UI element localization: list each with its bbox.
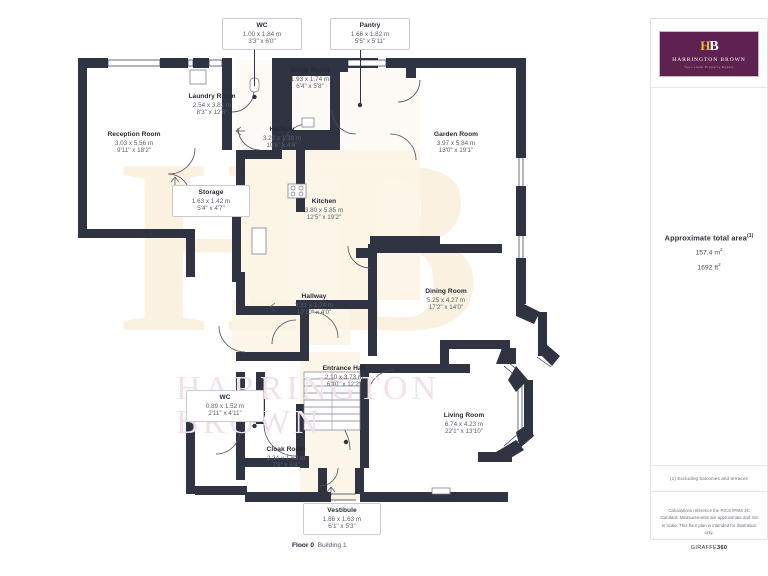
room-imperial: 9'11" x 18'2" [116, 147, 152, 154]
room-imperial: 3'3" x 6'0" [248, 38, 276, 45]
room-imperial: 6'1" x 5'3" [328, 523, 356, 530]
leader-wc-top [254, 48, 255, 86]
room-metric: 5.25 x 4.27 m [426, 296, 466, 304]
total-area-title: Approximate total area(1) [651, 233, 767, 242]
total-area-imperial-value: 1692 ft [697, 264, 719, 271]
room-name: Dining Room [425, 288, 467, 295]
room-name: Cloak Room [266, 446, 306, 453]
room-metric: 1.66 x 1.82 m [350, 30, 390, 38]
leader-pantry [360, 48, 361, 104]
metric-unit-exponent: 2 [720, 247, 723, 253]
logo-monogram-h: H [700, 38, 710, 53]
room-metric: 3.80 x 5.85 m [304, 206, 344, 214]
room-imperial: 8'3" x 12'6" [196, 109, 228, 116]
direction-arrows [170, 126, 336, 496]
info-sidebar: HB HARRINGTON BROWN Your Local Property … [650, 18, 768, 551]
room-name: WC [256, 22, 268, 29]
room-name: Garden Room [433, 131, 479, 138]
room-imperial: 10'6" x 4'6" [266, 142, 298, 149]
room-metric: 2.54 x 3.81 m [192, 101, 232, 109]
room-name: Hallway [301, 293, 327, 300]
room-label-reception-room: Reception Room 3.03 x 5.56 m 9'11" x 18'… [84, 131, 184, 154]
room-name: Pantry [359, 22, 381, 29]
room-name: Kitchen [311, 198, 337, 205]
room-imperial: 6'4" x 5'8" [296, 83, 324, 90]
room-metric: 0.89 x 1.52 m [205, 402, 245, 410]
room-imperial: 5'4" x 4'7" [197, 205, 225, 212]
room-label-hallway-top: Hallway 3.22 x 1.38 m 10'6" x 4'6" [240, 126, 324, 149]
brand-bold-text: 360 [717, 545, 728, 552]
brand-light-text: GIRAFFE [690, 545, 718, 552]
room-imperial: 6'10" x 12'2" [326, 381, 362, 388]
room-label-pantry: Pantry 1.66 x 1.82 m 5'5" x 5'11" [330, 18, 410, 50]
room-label-kitchen: Kitchen 3.80 x 5.85 m 12'5" x 19'2" [278, 198, 370, 221]
disclaimer-text: Calculations reference the RICS IPMS 3C … [660, 508, 758, 535]
room-name: Laundry Room [188, 93, 236, 100]
room-name: Living Room [443, 412, 485, 419]
room-label-entrance-hall: Entrance Hall 2.10 x 3.73 m 6'10" x 12'2… [298, 365, 390, 388]
room-metric: 3.97 x 5.84 m [436, 139, 476, 147]
room-metric: 1.86 x 1.63 m [322, 515, 362, 523]
total-area-block: Approximate total area(1) 157.4 m2 1692 … [651, 233, 767, 271]
room-label-laundry-room: Laundry Room 2.54 x 3.81 m 8'3" x 12'6" [166, 93, 258, 116]
room-label-utility-room: Utility Room 1.93 x 1.74 m 6'4" x 5'8" [264, 67, 356, 90]
room-label-vestibule: Vestibule 1.86 x 1.63 m 6'1" x 5'3" [303, 503, 381, 535]
room-name: Entrance Hall [322, 365, 366, 372]
room-name: Storage [198, 189, 224, 196]
room-imperial: 5'5" x 5'11" [354, 38, 386, 45]
room-imperial: 22'1" x 13'10" [444, 428, 484, 435]
giraffe360-brand: GIRAFFE360 [660, 545, 758, 551]
room-imperial: 2'11" x 4'11" [208, 410, 242, 417]
building-label: Building 1 [317, 542, 347, 549]
room-label-wc-lower: WC 0.89 x 1.52 m 2'11" x 4'11" [186, 390, 264, 422]
room-imperial: 13'0" x 19'1" [438, 147, 474, 154]
sidebar-disclaimer-block: Calculations reference the RICS IPMS 3C … [651, 497, 767, 551]
logo-name: HARRINGTON BROWN [672, 57, 746, 63]
room-name: Hallway [269, 126, 295, 133]
room-label-cloak-room: Cloak Room 2.34 x 1.63 m 7'8" x 5'4" [240, 446, 332, 469]
staircase [303, 371, 361, 431]
total-area-metric: 157.4 m2 [651, 247, 767, 256]
room-name: Vestibule [327, 507, 357, 514]
room-imperial: 12'5" x 19'2" [306, 214, 342, 221]
room-name: Reception Room [107, 131, 161, 138]
room-metric: 1.93 x 1.74 m [290, 75, 330, 83]
room-label-storage: Storage 1.63 x 1.42 m 5'4" x 4'7" [172, 185, 250, 217]
room-label-dining-room: Dining Room 5.25 x 4.27 m 17'2" x 14'0" [400, 288, 492, 311]
room-metric: 1.00 x 1.84 m [242, 30, 282, 38]
floor-label: Floor 0 [292, 542, 314, 549]
room-name: WC [219, 394, 231, 401]
room-name: Utility Room [290, 67, 330, 74]
room-metric: 3.31 x 1.24 m [294, 301, 334, 309]
logo-monogram: HB [700, 38, 719, 54]
logo-card: HB HARRINGTON BROWN Your Local Property … [659, 31, 759, 77]
room-metric: 6.74 x 4.23 m [444, 420, 484, 428]
plan-footer: Floor 0 Building 1 [292, 542, 347, 549]
room-imperial: 17'2" x 14'0" [428, 304, 464, 311]
room-label-wc-top: WC 1.00 x 1.84 m 3'3" x 6'0" [222, 18, 302, 50]
logo-tagline: Your Local Property Expert [684, 65, 734, 69]
room-metric: 2.10 x 3.73 m [324, 373, 364, 381]
room-metric: 3.22 x 1.38 m [262, 134, 302, 142]
total-area-metric-value: 157.4 m [695, 249, 720, 257]
room-metric: 1.63 x 1.42 m [191, 197, 231, 205]
room-label-hallway-mid: Hallway 3.31 x 1.24 m 10'10" x 4'0" [272, 293, 356, 316]
room-label-living-room: Living Room 6.74 x 4.23 m 22'1" x 13'10" [418, 412, 510, 435]
room-metric: 3.03 x 5.56 m [114, 139, 154, 147]
room-metric: 2.34 x 1.63 m [266, 454, 306, 462]
imperial-unit-exponent: 2 [718, 261, 721, 267]
floor-plan-canvas: HB [78, 58, 560, 502]
room-imperial: 7'8" x 5'4" [272, 462, 300, 469]
logo-monogram-b: B [709, 39, 718, 54]
brand-logo[interactable]: HB HARRINGTON BROWN Your Local Property … [651, 19, 767, 88]
total-area-title-text: Approximate total area [664, 233, 747, 243]
room-label-garden-room: Garden Room 3.97 x 5.84 m 13'0" x 19'1" [410, 131, 502, 154]
total-area-imperial: 1692 ft2 [651, 262, 767, 271]
total-area-footnote-marker: (1) [746, 233, 754, 239]
room-imperial: 10'10" x 4'0" [296, 309, 332, 316]
sidebar-footnote: (1) Excluding balconies and terraces [651, 465, 767, 492]
